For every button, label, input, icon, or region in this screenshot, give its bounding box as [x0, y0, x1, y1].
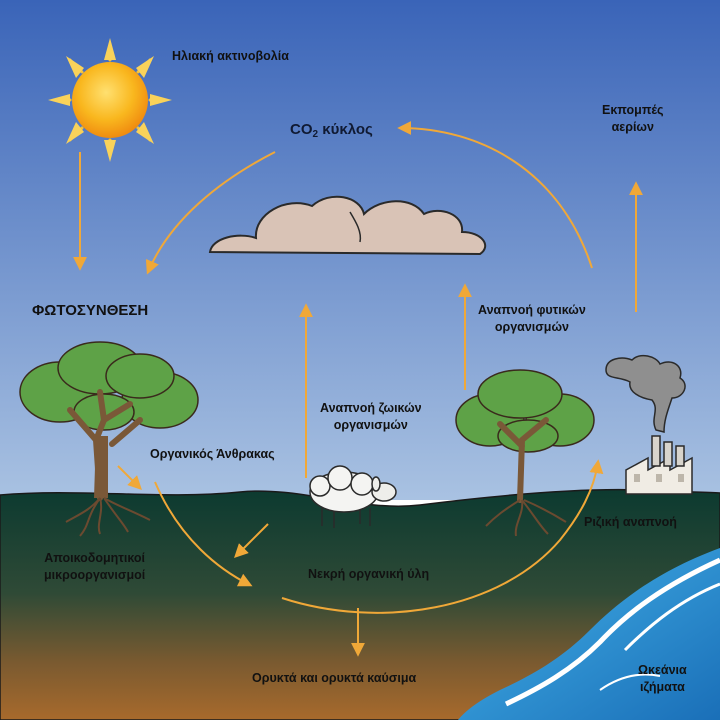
sheep-icon — [309, 465, 397, 528]
cycle-title: CO2 κύκλος — [290, 121, 373, 140]
label-plant-resp-line2: οργανισμών — [494, 320, 569, 334]
label-decomposers-line2: μικροοργανισμοί — [44, 568, 146, 582]
label-emissions-line2: αερίων — [611, 120, 654, 134]
label-photosynthesis: ΦΩΤΟΣΥΝΘΕΣΗ — [32, 302, 149, 319]
label-animal-respiration: Αναπνοή ζωικών οργανισμών — [320, 400, 422, 434]
label-animal-resp-line1: Αναπνοή ζωικών — [320, 401, 422, 415]
tree-icon — [19, 341, 199, 537]
label-dead-organic-matter: Νεκρή οργανική ύλη — [308, 567, 430, 581]
label-emissions-line1: Εκπομπές — [602, 103, 664, 117]
label-organic-carbon: Οργανικός Άνθρακας — [150, 447, 275, 461]
label-solar-radiation: Ηλιακή ακτινοβολία — [172, 49, 289, 63]
cycle-arrow-top-right — [397, 121, 593, 269]
label-animal-resp-line2: οργανισμών — [333, 418, 408, 432]
label-root-respiration: Ριζική αναπνοή — [584, 515, 677, 529]
arrow-to-decomposers — [234, 523, 269, 558]
arrow-tree-to-soil — [117, 465, 142, 490]
label-fossils: Ορυκτά και ορυκτά καύσιμα — [252, 671, 417, 685]
ocean-icon — [458, 548, 720, 720]
cloud-icon — [208, 195, 487, 256]
cycle-arrow-top-left — [145, 151, 276, 275]
label-ocean-line1: Ωκεάνια — [638, 663, 687, 677]
cycle-arrow-bottom — [281, 459, 604, 614]
tree-icon — [455, 369, 595, 537]
label-plant-respiration: Αναπνοή φυτικών οργανισμών — [478, 302, 586, 336]
label-ocean-sediments: Ωκεάνια ιζήματα — [638, 662, 687, 696]
smoke-icon — [605, 354, 686, 433]
label-decomposers-line1: Αποικοδομητικοί — [44, 551, 145, 565]
label-decomposers: Αποικοδομητικοί μικροοργανισμοί — [44, 550, 145, 584]
label-emissions: Εκπομπές αερίων — [602, 102, 664, 136]
label-plant-resp-line1: Αναπνοή φυτικών — [478, 303, 586, 317]
label-ocean-line2: ιζήματα — [639, 680, 685, 694]
factory-icon — [625, 435, 693, 495]
sun-icon — [48, 38, 172, 162]
arrow-organic-to-dead — [154, 481, 253, 587]
